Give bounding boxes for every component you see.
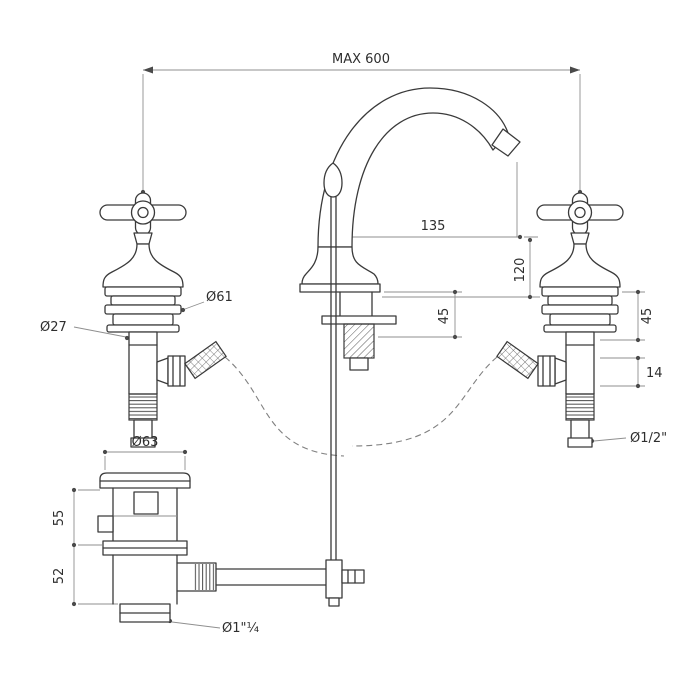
lift-rod-knob — [323, 162, 343, 198]
left-valve-bell — [102, 243, 184, 288]
dim-label-waste-outlet-size: Ø1"¼ — [222, 621, 259, 636]
left-valve-hose-nut — [167, 355, 186, 387]
dimension-labels: MAX 600 135 120 45 45 14 Ø1/2" Ø61 Ø27 Ø… — [40, 52, 667, 636]
spout-aerator — [491, 128, 521, 157]
dim-label-valve-trim-diameter: Ø61 — [206, 290, 233, 305]
dim-label-waste-upper-height: 55 — [52, 510, 67, 527]
left-valve-neck — [133, 232, 153, 245]
spout-tube — [317, 87, 509, 248]
dim-label-valve-mount-depth: 45 — [640, 308, 655, 325]
waste-pivot-boss — [97, 515, 114, 533]
hose-routing-dashed — [224, 356, 498, 457]
dim-label-spout-reach: 135 — [421, 219, 446, 234]
waste-plug-square — [133, 491, 159, 515]
left-valve-thread — [128, 393, 158, 421]
spout — [299, 87, 521, 371]
dim-label-valve-body-diameter: Ø27 — [40, 320, 67, 335]
dim-valve-body-leader — [73, 326, 130, 341]
dim-spout-reach — [343, 162, 523, 255]
lift-rod-linkage — [215, 162, 365, 607]
dim-max-width — [140, 66, 583, 195]
right-valve-thread — [565, 393, 595, 421]
left-handle-hub — [130, 200, 156, 225]
dim-label-valve-thread-length: 14 — [646, 366, 663, 381]
spout-underdeck-washer — [321, 315, 397, 325]
pop-up-waste — [97, 472, 217, 623]
dim-label-waste-lower-height: 52 — [52, 568, 67, 585]
dim-label-valve-connection-size: Ø1/2" — [630, 431, 667, 446]
dim-label-waste-flange-diameter: Ø63 — [132, 435, 159, 450]
right-valve-neck — [570, 232, 590, 245]
dim-spout-height — [382, 236, 540, 300]
dim-valve-thread-length — [600, 355, 645, 389]
spout-mounting-nut — [343, 323, 375, 359]
right-valve-hose-nut — [537, 355, 556, 387]
dim-waste-outlet-leader — [167, 618, 221, 629]
coupling-screw — [341, 569, 365, 584]
right-valve — [496, 192, 624, 448]
left-valve-braided-hose — [184, 340, 227, 380]
dim-valve-trim-leader — [180, 301, 205, 313]
right-valve-braided-hose — [496, 340, 539, 380]
left-valve-body — [128, 331, 158, 395]
right-valve-bell — [539, 243, 621, 288]
right-handle-hub — [567, 200, 593, 225]
dim-valve-connection-leader — [589, 437, 627, 444]
rod-coupling — [325, 559, 343, 599]
right-valve-body — [565, 331, 595, 395]
dim-valve-mount-depth — [600, 289, 645, 343]
left-valve — [99, 192, 227, 448]
dim-waste-heights — [71, 487, 118, 607]
dim-label-spout-height: 120 — [513, 258, 528, 283]
dim-waste-flange — [102, 449, 188, 470]
dim-spout-mount-depth — [378, 289, 462, 340]
dim-label-spout-mount-depth: 45 — [437, 308, 452, 325]
dim-label-max-width: MAX 600 — [332, 52, 390, 67]
spout-base — [301, 246, 379, 285]
lift-rod — [330, 196, 337, 561]
spout-deck-flange — [299, 283, 381, 293]
horizontal-link-pipe — [215, 568, 327, 586]
waste-side-outlet-thread — [193, 564, 215, 590]
